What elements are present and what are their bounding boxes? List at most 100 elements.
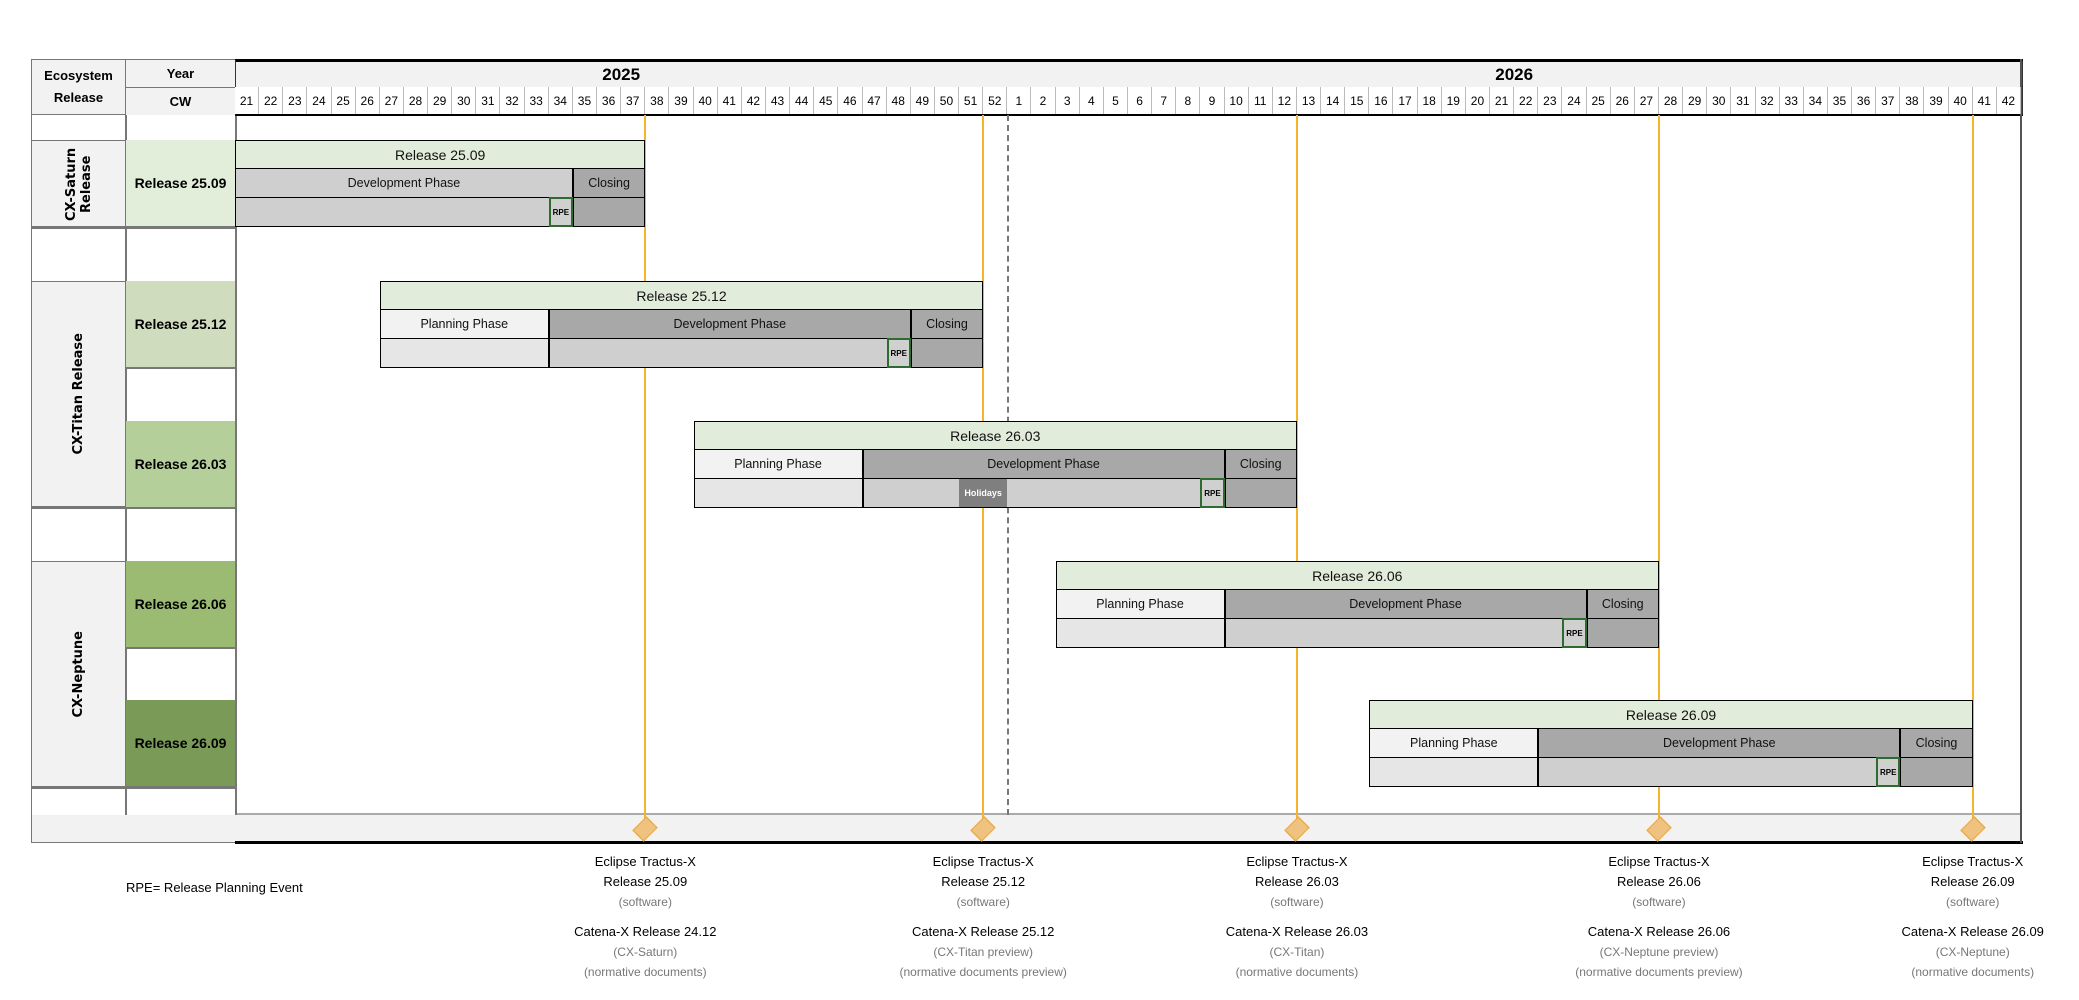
cw-10: 10: [1224, 87, 1249, 114]
release-cell-release-26-06: Release 26.06: [126, 561, 236, 648]
milestone-label-line: (CX-Titan): [1269, 945, 1325, 959]
spacer: [29, 40, 31, 41]
closing-phase-detail: [572, 197, 646, 227]
cw-27: 27: [379, 87, 404, 114]
cw-29: 29: [428, 87, 453, 114]
milestone-label-line: Eclipse Tractus-X: [594, 854, 696, 869]
timeline-right-border: [2020, 59, 2022, 843]
development-phase: Development Phase: [235, 168, 573, 198]
cw-8: 8: [1176, 87, 1201, 114]
rpe-marker: RPE: [1200, 478, 1225, 508]
cw-32: 32: [1755, 87, 1780, 114]
year-header: Year: [125, 59, 236, 88]
cw-17: 17: [1393, 87, 1418, 114]
release-title-bar: Release 25.12: [379, 281, 984, 310]
cw-21: 21: [235, 87, 260, 114]
cw-46: 46: [838, 87, 863, 114]
cw-32: 32: [500, 87, 525, 114]
milestone-label-line: Release 26.03: [1255, 874, 1339, 889]
year-label-2026: 2026: [1495, 64, 1534, 84]
development-phase-detail: [548, 338, 911, 368]
cw-30: 30: [452, 87, 477, 114]
release-title-bar: Release 26.06: [1055, 561, 1659, 590]
release-title-bar: Release 25.09: [235, 140, 646, 169]
cw-22: 22: [1514, 87, 1539, 114]
milestone-label-line: (CX-Titan preview): [933, 945, 1033, 959]
cw-13: 13: [1296, 87, 1322, 114]
milestone-label-line: (software): [618, 895, 672, 909]
milestone-label-line: (CX-Saturn): [613, 945, 678, 959]
milestone-label-line: (normative documents): [583, 965, 707, 979]
cw-48: 48: [886, 87, 911, 114]
planning-phase: Planning Phase: [1055, 589, 1225, 619]
milestone-label-line: (software): [1270, 895, 1324, 909]
cw-39: 39: [669, 87, 694, 114]
milestone-label-line: Catena-X Release 26.03: [1225, 924, 1369, 939]
milestone-label-line: Release 25.12: [941, 874, 1026, 889]
cw-30: 30: [1707, 87, 1732, 114]
planning-phase-detail: [1369, 757, 1539, 787]
milestone-label-line: Eclipse Tractus-X: [1608, 854, 1710, 869]
closing-phase: Closing: [910, 309, 984, 339]
cw-33: 33: [1779, 87, 1804, 114]
milestone-label: Eclipse Tractus-X Release 25.09 (software)…: [535, 852, 755, 982]
cw-19: 19: [1441, 87, 1466, 114]
ecosystem-label: CX-Saturn Release: [63, 146, 94, 221]
rpe-legend: RPE= Release Planning Event: [126, 880, 303, 895]
timeline-bottom-border: [235, 841, 2023, 844]
cw-49: 49: [910, 87, 935, 114]
milestone-label-line: (normative documents preview): [1575, 965, 1743, 979]
cw-1: 1: [1007, 87, 1032, 114]
row-divider: [31, 787, 236, 789]
release-cell-release-26-09: Release 26.09: [126, 700, 236, 787]
cw-51: 51: [959, 87, 984, 114]
milestone-line: [644, 115, 647, 829]
cw-41: 41: [1972, 87, 1997, 114]
milestone-label-line: (CX-Neptune): [1935, 945, 2010, 959]
milestone-label-line: Release 25.09: [603, 874, 688, 889]
rpe-marker: RPE: [886, 338, 911, 368]
rpe-marker: RPE: [1562, 618, 1587, 648]
cw-31: 31: [1731, 87, 1756, 114]
ecosystem-group-1: CX-Saturn Release: [31, 140, 126, 227]
planning-phase: Planning Phase: [693, 449, 863, 479]
development-phase-detail: [1538, 757, 1901, 787]
development-phase: Development Phase: [862, 449, 1225, 479]
cw-22: 22: [259, 87, 284, 114]
cw-25: 25: [1586, 87, 1611, 114]
development-phase: Development Phase: [1538, 728, 1901, 758]
cw-40: 40: [693, 87, 718, 114]
cw-27: 27: [1634, 87, 1659, 114]
cw-21: 21: [1490, 87, 1515, 114]
cw-37: 37: [1876, 87, 1901, 114]
cw-14: 14: [1321, 87, 1346, 114]
cw-12: 12: [1272, 87, 1297, 114]
cw-45: 45: [814, 87, 839, 114]
cw-7: 7: [1152, 87, 1177, 114]
cw-4: 4: [1079, 87, 1104, 114]
cw-41: 41: [717, 87, 742, 114]
development-phase-detail: [1224, 618, 1587, 648]
cw-26: 26: [1610, 87, 1635, 114]
cw-34: 34: [548, 87, 573, 114]
closing-phase-detail: [910, 338, 984, 368]
milestone-label-line: (software): [956, 895, 1010, 909]
cw-24: 24: [1562, 87, 1587, 114]
year-label-2025: 2025: [602, 64, 641, 84]
cw-20: 20: [1465, 87, 1491, 114]
cw-37: 37: [621, 87, 646, 114]
planning-phase-detail: [693, 478, 863, 508]
cw-18: 18: [1417, 87, 1442, 114]
milestone-label-line: Catena-X Release 25.12: [912, 924, 1055, 939]
milestone-label-line: Catena-X Release 24.12: [574, 924, 717, 939]
cw-40: 40: [1948, 87, 1973, 114]
cw-24: 24: [307, 87, 332, 114]
milestone-label-line: (CX-Neptune preview): [1599, 945, 1719, 959]
milestone-label-line: (normative documents): [1235, 965, 1359, 979]
cw-38: 38: [645, 87, 670, 114]
cw-50: 50: [934, 87, 960, 114]
development-phase-detail: [235, 197, 573, 227]
